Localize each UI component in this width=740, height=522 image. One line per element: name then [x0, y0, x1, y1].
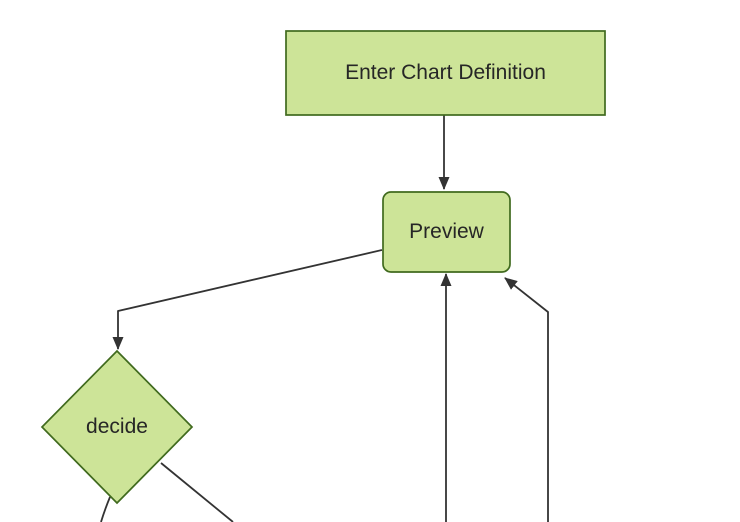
edge-preview-to-decide [112, 249, 383, 350]
node-shape-enter-chart-definition [285, 30, 606, 116]
edge-decide-out-bottom-right [160, 462, 234, 522]
edge-decide-out-bottom-left [100, 496, 111, 522]
node-shape-decide [40, 349, 194, 505]
node-shape-preview [382, 191, 511, 273]
edge-offscreen-bottom-right-to-preview [504, 277, 549, 522]
